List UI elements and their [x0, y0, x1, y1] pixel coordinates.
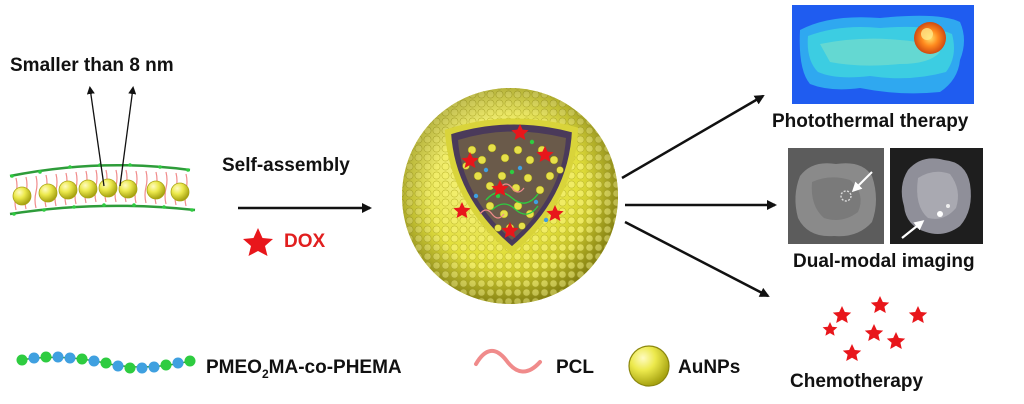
membrane-diagram	[10, 163, 213, 216]
chemotherapy-arrow	[625, 222, 768, 296]
self-assembly-label: Self-assembly	[222, 156, 350, 175]
polymer-chain-icon	[17, 352, 196, 374]
legend-polymer-subscript: 2	[262, 367, 269, 381]
legend-polymer-label: PMEO2MA-co-PHEMA	[206, 358, 402, 380]
dox-label: DOX	[284, 232, 325, 251]
legend-pcl-label: PCL	[556, 358, 594, 377]
aunp-sphere-icon	[629, 346, 669, 386]
thermal-image	[792, 5, 974, 104]
pcl-wave-icon	[476, 351, 540, 372]
size-note-label: Smaller than 8 nm	[10, 56, 174, 75]
photothermal-label: Photothermal therapy	[772, 112, 968, 131]
legend-polymer-prefix: PMEO	[206, 357, 262, 378]
pa-image	[890, 148, 983, 244]
legend-polymer-suffix: MA-co-PHEMA	[269, 357, 402, 378]
dox-star-icon	[243, 228, 273, 256]
chemo-stars	[823, 296, 928, 361]
photothermal-arrow	[622, 96, 763, 178]
chemotherapy-label: Chemotherapy	[790, 372, 923, 391]
ct-image	[788, 148, 884, 244]
legend-aunps-label: AuNPs	[678, 358, 740, 377]
vesicle-cutaway	[402, 88, 618, 304]
dual-modal-label: Dual-modal imaging	[793, 252, 975, 271]
